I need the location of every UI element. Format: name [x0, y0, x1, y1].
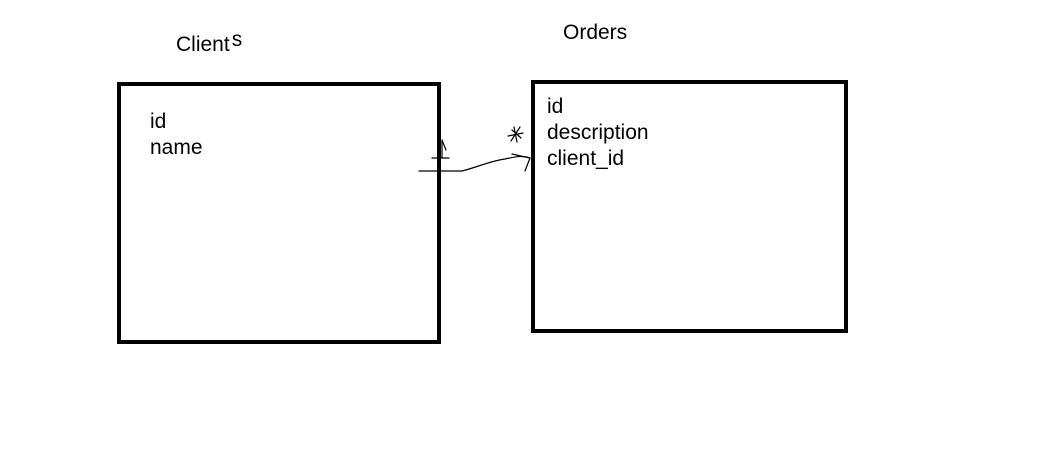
- orders-entity-box: [531, 80, 848, 333]
- clients-title-tail: s: [231, 28, 243, 51]
- orders-field-id: id: [547, 95, 564, 118]
- orders-title: Orders: [563, 21, 628, 44]
- relation-many-end-mark: [507, 126, 524, 143]
- clients-title: Clients: [176, 29, 242, 56]
- orders-field-description: description: [547, 121, 649, 144]
- relation-arrowhead: [511, 153, 531, 172]
- clients-field-name: name: [150, 136, 203, 159]
- clients-entity-box: [117, 82, 441, 344]
- orders-field-client-id: client_id: [547, 147, 625, 170]
- clients-title-main: Client: [176, 33, 230, 56]
- clients-field-id: id: [150, 110, 167, 133]
